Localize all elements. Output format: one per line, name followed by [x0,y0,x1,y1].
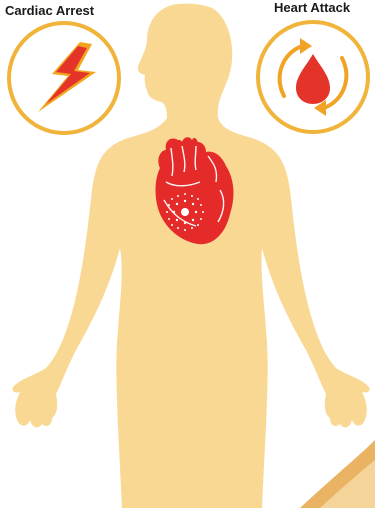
corner-decoration [300,440,375,508]
heart-attack-label: Heart Attack [274,0,350,15]
cardiac-arrest-label: Cardiac Arrest [5,3,94,18]
cardiac-arrest-icon-group [9,23,119,133]
heart-attack-icon-group [258,22,368,132]
